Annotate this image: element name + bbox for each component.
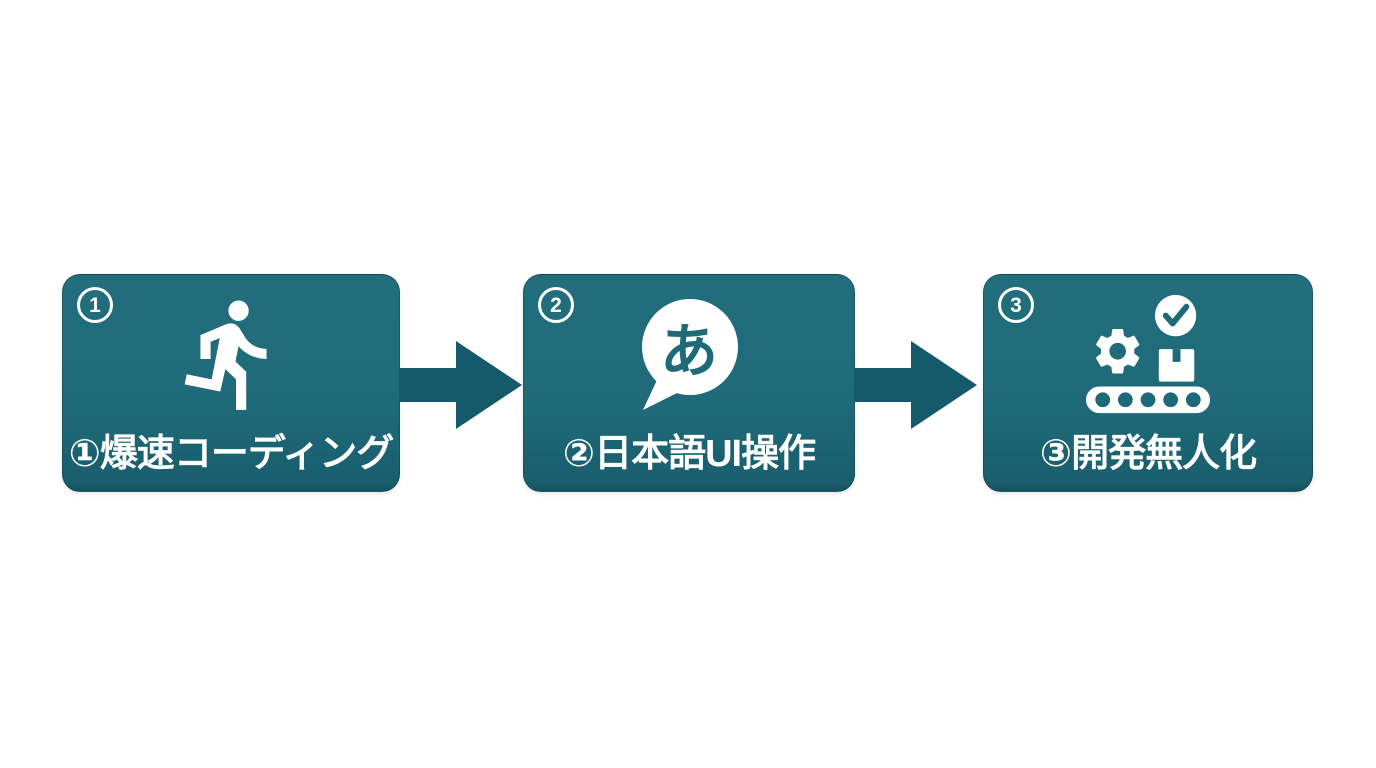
- step-3-number: 3: [1010, 293, 1022, 317]
- step-1-number: 1: [89, 293, 101, 317]
- step-box-1: 1 ①爆速コーディング: [62, 274, 400, 492]
- step-2-number-badge: 2: [538, 287, 574, 323]
- flow-arrow-1: [399, 341, 522, 429]
- step-3-icon-wrap: [984, 291, 1312, 421]
- step-2-number: 2: [550, 293, 562, 317]
- step-3-number-badge: 3: [998, 287, 1034, 323]
- step-box-3: 3: [983, 274, 1313, 492]
- step-2-icon-wrap: あ: [524, 291, 854, 421]
- automation-conveyor-icon: [1084, 293, 1212, 420]
- check-circle-icon: [1154, 294, 1197, 336]
- package-icon: [1158, 348, 1195, 382]
- flow-arrow-2: [854, 341, 977, 429]
- step-3-label: ③開発無人化: [1039, 433, 1257, 475]
- step-1-number-badge: 1: [77, 287, 113, 323]
- speech-bubble-icon: あ: [637, 298, 741, 414]
- step-2-label: ②日本語UI操作: [562, 433, 816, 475]
- step-box-2: 2 あ ②日本語UI操作: [523, 274, 855, 492]
- conveyor-belt-icon: [1085, 385, 1211, 413]
- step-1-label: ①爆速コーディング: [68, 433, 395, 475]
- runner-icon: [170, 293, 292, 420]
- step-1-icon-wrap: [63, 291, 399, 421]
- gear-icon: [1096, 328, 1140, 373]
